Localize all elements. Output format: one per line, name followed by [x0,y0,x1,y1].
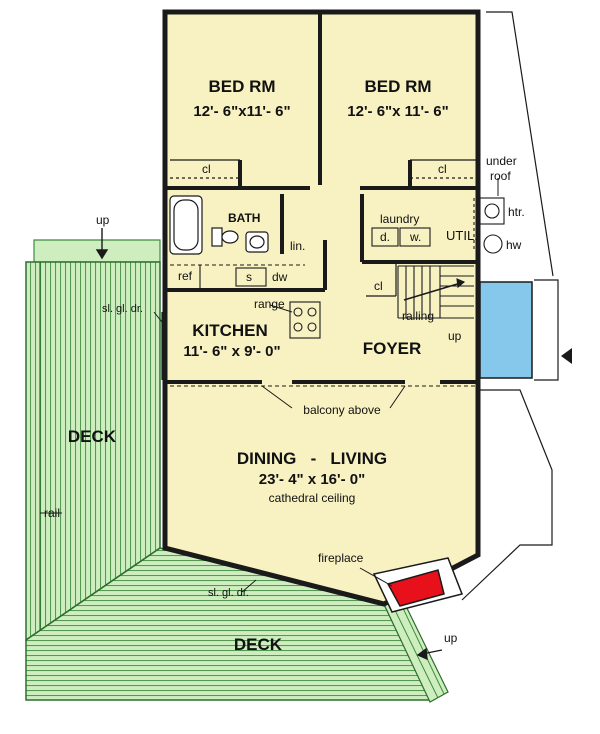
closet3-label: cl [374,279,383,293]
fireplace-hearth [386,569,445,607]
interior-walls [167,14,478,384]
linen-label: lin. [290,239,305,253]
laundry-fixtures [371,197,505,254]
bed1-dims: 12'- 6"x11'- 6" [193,103,290,120]
deck-south-label: DECK [234,635,283,654]
dining-note: cathedral ceiling [269,491,356,505]
bed1-name: BED RM [208,77,275,96]
deck-south [25,547,449,703]
dryer-label: d. [380,230,390,244]
range-label: range [254,297,285,311]
sink-label: s [246,270,252,284]
heater-label: htr. [508,205,525,219]
sliding-door-south [189,555,301,583]
dining-dims: 23'- 4" x 16'- 0" [259,471,365,488]
laundry-label: laundry [380,212,419,226]
washer-icon [399,227,431,247]
rail-label: rail [44,506,60,520]
dishwasher-label: dw [272,270,288,284]
balcony-lines [170,385,475,409]
deck-up-arrows [95,228,443,661]
under-roof-label-1: under [486,154,517,168]
deck-west-label: DECK [68,427,117,446]
kitchen-sink-icon [235,267,267,287]
closet1-label: cl [202,162,211,176]
bed2-name: BED RM [364,77,431,96]
dryer-icon [371,227,399,247]
balcony-label: balcony above [303,403,381,417]
leader-lines [40,178,499,593]
bathtub-icon [169,195,203,255]
stairs-up-label: up [448,329,462,343]
kitchen-name: KITCHEN [192,321,268,340]
fireplace [372,557,464,613]
bath-name: BATH [228,211,260,225]
railing-label: railing [402,309,434,323]
deck-up-label-2: up [444,631,458,645]
kitchen-dims: 11'- 6" x 9'- 0" [183,343,280,360]
water-heater-icon [483,234,503,254]
closet2-label: cl [438,162,447,176]
closet-lines [170,159,476,297]
washer-label: w. [409,230,421,244]
toilet-icon [211,227,223,247]
entry-arrow-icon [561,348,572,364]
bath-sink-icon [245,231,269,253]
roof-outline [461,11,559,601]
fireplace-label: fireplace [318,551,364,565]
hot-water-label: hw [506,238,522,252]
range-icon [289,301,321,339]
sliding-door-label-west: sl. gl. dr. [102,303,143,315]
bed2-dims: 12'- 6"x 11'- 6" [347,103,448,120]
bath-fixtures [169,195,269,255]
deck-up-label-1: up [96,213,110,227]
sliding-door-label-south: sl. gl. dr. [208,587,249,599]
window-glass [479,281,533,379]
foyer-name: FOYER [363,339,422,358]
ref-label: ref [178,269,193,283]
kitchen-fixtures [170,264,321,339]
util-name: UTIL. [446,228,478,243]
heater-icon [479,197,505,225]
dining-name: DINING - LIVING [237,449,387,468]
under-roof-label-2: roof [490,169,511,183]
staircase [397,265,474,319]
